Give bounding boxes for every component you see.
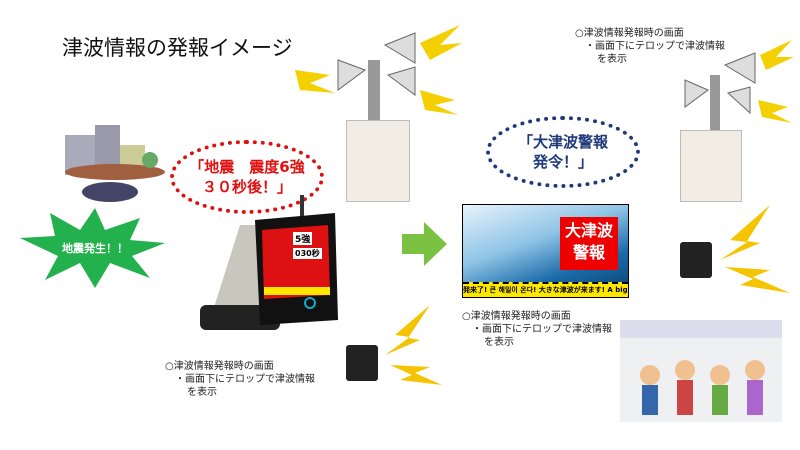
receiver-device [680, 242, 712, 278]
evacuation-crowd-illustration [620, 320, 782, 422]
tsunami-alert-bubble: 「大津波警報発令！」 [486, 116, 640, 188]
bubble-line: ３０秒後！」 [201, 178, 292, 196]
tsunami-warning-screen: 大津波 警報 発来了! 큰 해일이 온다! 大きな津波が来ます! A big t… [462, 204, 629, 298]
note-line: ○津波情報発報時の画面 [575, 28, 684, 39]
speaker-pole-icon [684, 40, 794, 130]
lightning-icon [385, 305, 442, 385]
device-note: ○津波情報発報時の画面 ・画面下にテロップで津波情報 を表示 [165, 360, 315, 399]
bubble-line: 発令！」 [532, 153, 593, 171]
note-line: ・画面下にテロップで津波情報 [472, 324, 612, 335]
earthquake-alert-bubble: 「地震 震度6強 ３０秒後！」 [170, 140, 324, 214]
tsunami-warning-label: 大津波 警報 [560, 217, 618, 270]
burst-label: 地震発生！！ [62, 242, 128, 255]
control-panel [680, 130, 742, 202]
note-line: を表示 [484, 337, 514, 348]
lightning-icon [720, 205, 790, 293]
bubble-line: 「地震 震度6強 [189, 158, 305, 176]
note-line: ・画面下にテロップで津波情報 [175, 374, 315, 385]
device-intensity: 5強 [293, 232, 313, 245]
alert-line: 大津波 [564, 221, 613, 240]
earthquake-cartoon-icon [65, 125, 165, 202]
earthquake-burst-icon [20, 208, 165, 288]
note-line: ○津波情報発報時の画面 [462, 311, 571, 322]
bubble-line: 「大津波警報 [517, 133, 608, 151]
top-note: ○津波情報発報時の画面 ・画面下にテロップで津波情報 を表示 [575, 27, 725, 66]
note-line: を表示 [597, 54, 627, 65]
speaker-pole-icon [295, 25, 462, 120]
arrow-right-icon [402, 222, 447, 266]
screen-note: ○津波情報発報時の画面 ・画面下にテロップで津波情報 を表示 [462, 310, 612, 349]
note-line: を表示 [187, 387, 217, 398]
telop-ticker: 発来了! 큰 해일이 온다! 大きな津波が来ます! A big tsunami … [463, 282, 628, 297]
page-title: 津波情報の発報イメージ [62, 36, 293, 60]
control-panel [346, 120, 410, 202]
device-countdown: 030秒 [293, 248, 322, 259]
alert-line: 警報 [572, 243, 605, 262]
receiver-device [346, 345, 378, 381]
note-line: ○津波情報発報時の画面 [165, 361, 274, 372]
alert-terminal-device [200, 195, 338, 330]
note-line: ・画面下にテロップで津波情報 [585, 41, 725, 52]
